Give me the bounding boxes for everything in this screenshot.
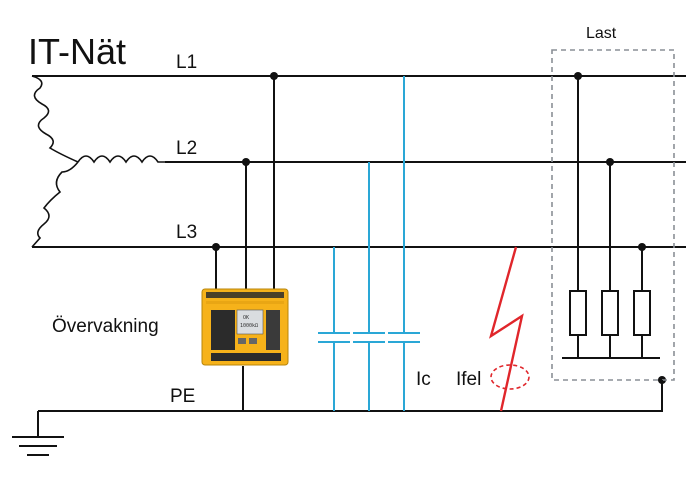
leakage-capacitance-group xyxy=(318,76,420,411)
fault-current-label: Ifel xyxy=(456,369,481,390)
earth-ground-icon xyxy=(12,436,64,456)
load-resistors xyxy=(562,76,660,359)
monitor-label: Övervakning xyxy=(52,316,159,337)
transformer-winding-icon xyxy=(31,75,165,248)
l1-label: L1 xyxy=(176,52,197,73)
l3-label: L3 xyxy=(176,222,197,243)
load-label: Last xyxy=(586,25,617,42)
monitor-screen-value: 1000kΩ xyxy=(240,323,258,329)
l2-label: L2 xyxy=(176,138,197,159)
diagram-title: IT-Nät xyxy=(28,31,126,72)
earth-fault-icon xyxy=(488,246,530,412)
pe-label: PE xyxy=(170,386,195,407)
monitor-screen-status: OK xyxy=(243,315,249,321)
load-enclosure xyxy=(551,49,675,381)
capacitance-label: Ic xyxy=(416,369,431,390)
insulation-monitor-device: OK 1000kΩ xyxy=(201,288,289,366)
